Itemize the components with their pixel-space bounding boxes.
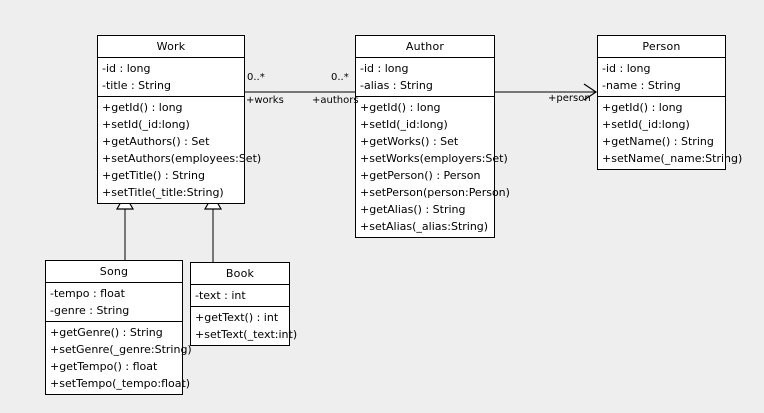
- role-works: +works: [246, 95, 284, 106]
- method: +getWorks() : Set: [360, 135, 459, 148]
- attributes-person: -id : long -name : String: [598, 58, 725, 97]
- method: +getPerson() : Person: [360, 169, 481, 182]
- role-person: +person: [548, 93, 591, 104]
- attribute: -id : long: [360, 62, 409, 75]
- class-name-song: Song: [46, 261, 182, 283]
- method: +setGenre(_genre:String): [50, 343, 192, 356]
- method: +setId(_id:long): [102, 118, 190, 131]
- methods-book: +getText() : int +setText(_text:int): [191, 307, 298, 345]
- attribute: -alias : String: [360, 79, 433, 92]
- method: +setText(_text:int): [195, 328, 298, 341]
- class-box-person[interactable]: Person -id : long -name : String +getId(…: [597, 35, 743, 170]
- attribute: -genre : String: [50, 304, 130, 317]
- methods-work: +getId() : long +setId(_id:long) +getAut…: [98, 97, 262, 203]
- method: +getName() : String: [602, 135, 714, 148]
- class-box-song[interactable]: Song -tempo : float -genre : String +get…: [45, 260, 192, 395]
- method: +getAlias() : String: [360, 203, 466, 216]
- method: +setTitle(_title:String): [102, 186, 224, 199]
- attributes-book: -text : int: [191, 285, 289, 307]
- attribute: -text : int: [195, 289, 246, 302]
- class-box-author[interactable]: Author -id : long -alias : String +getId…: [355, 35, 510, 238]
- method: +getGenre() : String: [50, 326, 163, 339]
- class-name-work: Work: [98, 36, 244, 58]
- attribute: -name : String: [602, 79, 681, 92]
- attribute: -id : long: [602, 62, 651, 75]
- class-name-author: Author: [356, 36, 494, 58]
- method: +setId(_id:long): [602, 118, 690, 131]
- attributes-work: -id : long -title : String: [98, 58, 244, 97]
- method: +setAuthors(employees:Set): [102, 152, 262, 165]
- class-box-work[interactable]: Work -id : long -title : String +getId()…: [97, 35, 262, 204]
- method: +setAlias(_alias:String): [360, 220, 489, 233]
- attribute: -title : String: [102, 79, 172, 92]
- multiplicity-work-end: 0..*: [247, 72, 265, 83]
- method: +getText() : int: [195, 311, 279, 324]
- method: +getId() : long: [102, 101, 183, 114]
- class-name-person: Person: [598, 36, 725, 58]
- methods-song: +getGenre() : String +setGenre(_genre:St…: [46, 322, 192, 394]
- attribute: -tempo : float: [50, 287, 125, 300]
- method: +setWorks(employers:Set): [360, 152, 508, 165]
- attributes-song: -tempo : float -genre : String: [46, 283, 182, 322]
- method: +setPerson(person:Person): [360, 186, 510, 199]
- method: +getTempo() : float: [50, 360, 158, 373]
- method: +getId() : long: [360, 101, 441, 114]
- class-box-book[interactable]: Book -text : int +getText() : int +setTe…: [190, 262, 298, 346]
- attributes-author: -id : long -alias : String: [356, 58, 494, 97]
- class-name-book: Book: [191, 263, 289, 285]
- method: +setId(_id:long): [360, 118, 448, 131]
- methods-author: +getId() : long +setId(_id:long) +getWor…: [356, 97, 510, 237]
- attribute: -id : long: [102, 62, 151, 75]
- method: +setName(_name:String): [602, 152, 743, 165]
- methods-person: +getId() : long +setId(_id:long) +getNam…: [598, 97, 743, 169]
- method: +setTempo(_tempo:float): [50, 377, 191, 390]
- method: +getId() : long: [602, 101, 683, 114]
- multiplicity-author-end: 0..*: [331, 72, 349, 83]
- method: +getAuthors() : Set: [102, 135, 210, 148]
- role-authors: +authors: [312, 95, 359, 106]
- method: +getTitle() : String: [102, 169, 205, 182]
